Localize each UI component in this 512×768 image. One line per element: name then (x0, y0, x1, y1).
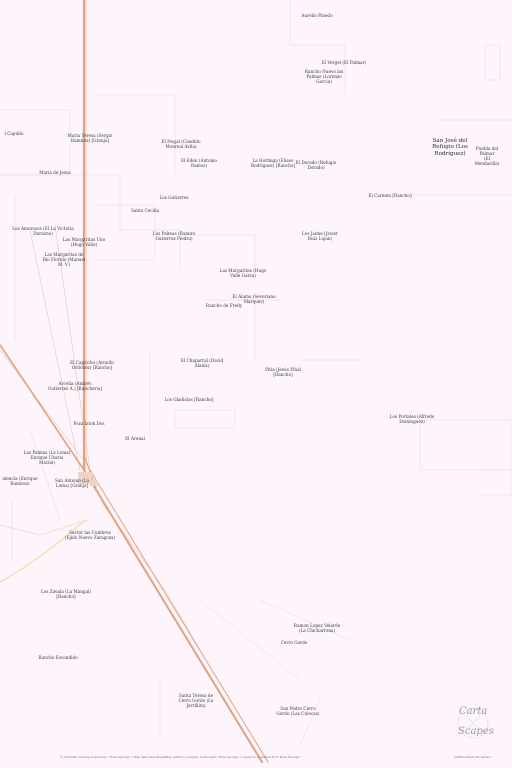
logo-word-carta: Carta (459, 706, 488, 717)
place-label-los-palmas-ramiro[interactable]: Los Palmas (Ramiro Gutierrez Piedra) (152, 231, 196, 241)
place-label-el-nogal[interactable]: El Nogal (Candido Monreal Avila) (161, 139, 201, 149)
place-label-el-vergel[interactable]: El Vergel (El Palmar) (321, 60, 367, 65)
place-label-el-eden[interactable]: El Edén (Antonio Ramos) (180, 158, 218, 168)
place-label-el-arenal[interactable]: El Arenal (125, 436, 145, 441)
place-label-el-chaparral[interactable]: El Chaparral (David Alanís) (180, 358, 224, 368)
place-label-san-antonio[interactable]: San Antonio (La Loma) [Granja] (54, 478, 90, 488)
place-label-las-palmas-loma[interactable]: Las Palmas (La Loma) Enrique Ubario Maci… (23, 450, 71, 465)
place-label-valencia[interactable]: alencia (Enrique Ramirez) (2, 476, 38, 486)
place-label-maria-teresa[interactable]: Maria Teresa (Sergio Ramirez) [Granja] (67, 133, 113, 143)
place-label-aurelio-pinedo[interactable]: Aurelio Pinedo (301, 13, 333, 18)
place-label-los-jaime[interactable]: Los Jaime (Javier Ruiz Lujan) (301, 231, 339, 241)
place-label-el-alamo[interactable]: El Alamo (Severiano Marquez) (232, 294, 276, 304)
place-label-arcelia[interactable]: Arcelia (Andrés Gutierrez A.) [Rancheria… (48, 381, 102, 391)
place-label-los-gutierrez[interactable]: Los Gutierrez (159, 195, 189, 200)
place-label-la-hormiga[interactable]: La Hormiga (Eliseo Rodriguez) [Rancho] (251, 158, 295, 168)
place-label-rancho-fredy[interactable]: Rancho de Fredy (205, 303, 243, 308)
place-label-las-margaritas-uno[interactable]: Las Margaritas Uno (Hugo Valle) (62, 237, 106, 247)
logo-mark-icon (457, 707, 489, 739)
place-label-sector-cumbres[interactable]: Sector las Cumbres (Ejido Nuevo Zaragoza… (64, 530, 116, 540)
place-label-ramon-lopez[interactable]: Ramon Lopez Velarde (La Chicharrona) (293, 623, 341, 633)
place-label-los-gladiolas[interactable]: Los Gladiolas [Rancho] (164, 397, 214, 402)
place-label-cerro-gordo[interactable]: Cerro Gordo (280, 640, 308, 645)
place-label-rancho-escondido[interactable]: Rancho Escondido (38, 655, 78, 660)
place-label-las-margaritas-rio[interactable]: Las Margaritas de Rio Florido (Manuel M.… (42, 252, 86, 267)
place-label-los-zavala[interactable]: Los Zavala (La Mangal) [Rancho] (40, 589, 92, 599)
place-label-santa-cecilia[interactable]: Santa Cecilia (130, 208, 160, 213)
map-credits-right: CARTA Aldoño Tecuanero (454, 755, 492, 759)
logo-word-scapes: Scapes (458, 726, 494, 737)
place-label-el-carmen[interactable]: El Carmen [Rancho] (368, 193, 412, 198)
place-label-los-portales[interactable]: Los Portales (Alfredo Dominguez) (389, 414, 435, 424)
place-label-el-capricho[interactable]: El Capricho (Arnulfo Ordoñez) [Rancho] (70, 360, 114, 370)
place-label-san-jose-refugio[interactable]: San José del Refugio (Los Rodríguez) (432, 138, 468, 157)
place-label-maria-jesus[interactable]: Maria de Jesus (39, 170, 71, 175)
place-label-san-pedro[interactable]: San Pedro Cerro Gordo (Las Culecas) (276, 706, 320, 716)
cartascapes-logo: Carta Scapes (446, 700, 500, 748)
map-credits: © Christian Yerlong Jones Inker; "Poza S… (60, 755, 301, 759)
place-label-el-dorado[interactable]: El Dorado (Refugio Dorado) (295, 160, 337, 170)
place-label-santa-teresa[interactable]: Santa Teresa de Cerro Gordo (La Jarrilli… (178, 693, 214, 708)
place-label-los-amorosos[interactable]: Los Amorosos (El La Victoria Durazno) (12, 226, 74, 236)
place-label-poza-iztok[interactable]: Poza Iztok Dos (73, 421, 105, 426)
place-label-capullo[interactable]: l Capullo (4, 131, 24, 136)
place-label-las-margaritas-hugo[interactable]: Las Margaritas (Hugo Valle Garza) (219, 268, 267, 278)
place-label-rancho-nuevo[interactable]: Rancho Nuevo las Palmas (Lorenzo Garcia) (304, 69, 344, 84)
place-label-pitia[interactable]: Pitia (Jesús Piñal [Rancho] (265, 367, 301, 377)
place-label-puebla-palmar[interactable]: Puebla del Palmar (El Mendarilla) (474, 146, 500, 166)
